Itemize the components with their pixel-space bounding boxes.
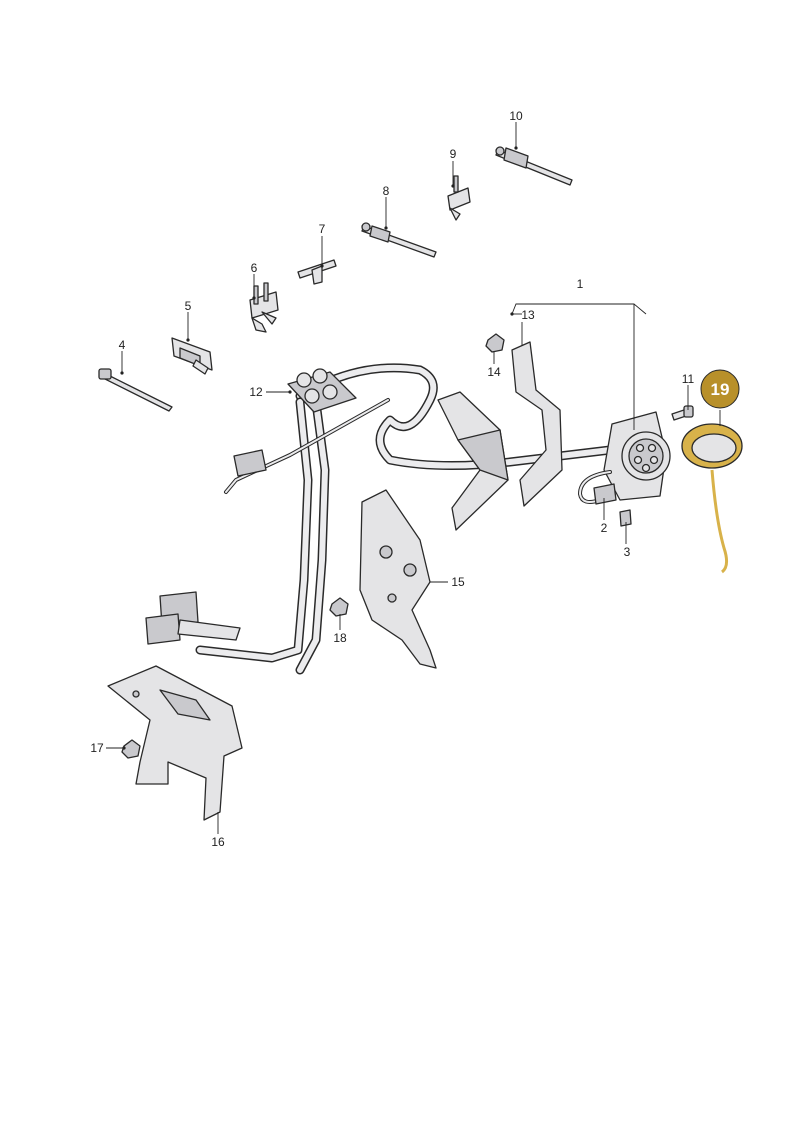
leader-lines <box>106 122 721 834</box>
callout-11: 11 <box>682 372 695 386</box>
part-7-strip[interactable] <box>297 259 337 285</box>
part-15-bracket[interactable] <box>359 489 437 669</box>
callout-19: 19 <box>711 380 730 399</box>
callout-8: 8 <box>383 184 390 198</box>
callout-16: 16 <box>211 835 225 849</box>
part-11-screw[interactable] <box>671 405 694 421</box>
part-9-bracket[interactable] <box>447 175 471 221</box>
callout-6: 6 <box>251 261 258 275</box>
callout-9: 9 <box>450 147 457 161</box>
part-1-charging-socket[interactable] <box>578 411 671 505</box>
callout-18: 18 <box>333 631 347 645</box>
part-14-nut[interactable] <box>485 333 505 353</box>
callout-7: 7 <box>319 222 326 236</box>
part-5-clip[interactable] <box>171 337 213 375</box>
callout-4: 4 <box>119 338 126 352</box>
callout-15: 15 <box>451 575 465 589</box>
callout-labels: 10 9 8 7 6 5 4 1 13 14 11 12 2 3 15 18 1… <box>90 109 694 849</box>
part-6-holder[interactable] <box>249 282 279 333</box>
callout-12: 12 <box>249 385 263 399</box>
part-10-cable-tie[interactable] <box>495 146 573 186</box>
callout-5: 5 <box>185 299 192 313</box>
callout-19-badge[interactable]: 19 <box>700 369 740 409</box>
part-12-distributor[interactable] <box>287 368 357 413</box>
part-19-cap[interactable] <box>681 423 743 574</box>
callout-2: 2 <box>601 521 608 535</box>
callout-10: 10 <box>509 109 523 123</box>
callout-1: 1 <box>577 277 584 291</box>
part-13-bracket[interactable] <box>437 341 563 531</box>
part-18-nut[interactable] <box>329 597 349 617</box>
callout-3: 3 <box>624 545 631 559</box>
part-16-bracket[interactable] <box>107 665 243 821</box>
part-3-clip[interactable] <box>619 509 632 527</box>
callout-13: 13 <box>521 308 535 322</box>
callout-14: 14 <box>487 365 501 379</box>
part-17-nut[interactable] <box>121 739 141 759</box>
charging-cable-harness <box>145 363 615 675</box>
part-8-cable-tie[interactable] <box>361 222 437 258</box>
part-4-cable-tie[interactable] <box>98 368 173 412</box>
callout-17: 17 <box>90 741 104 755</box>
